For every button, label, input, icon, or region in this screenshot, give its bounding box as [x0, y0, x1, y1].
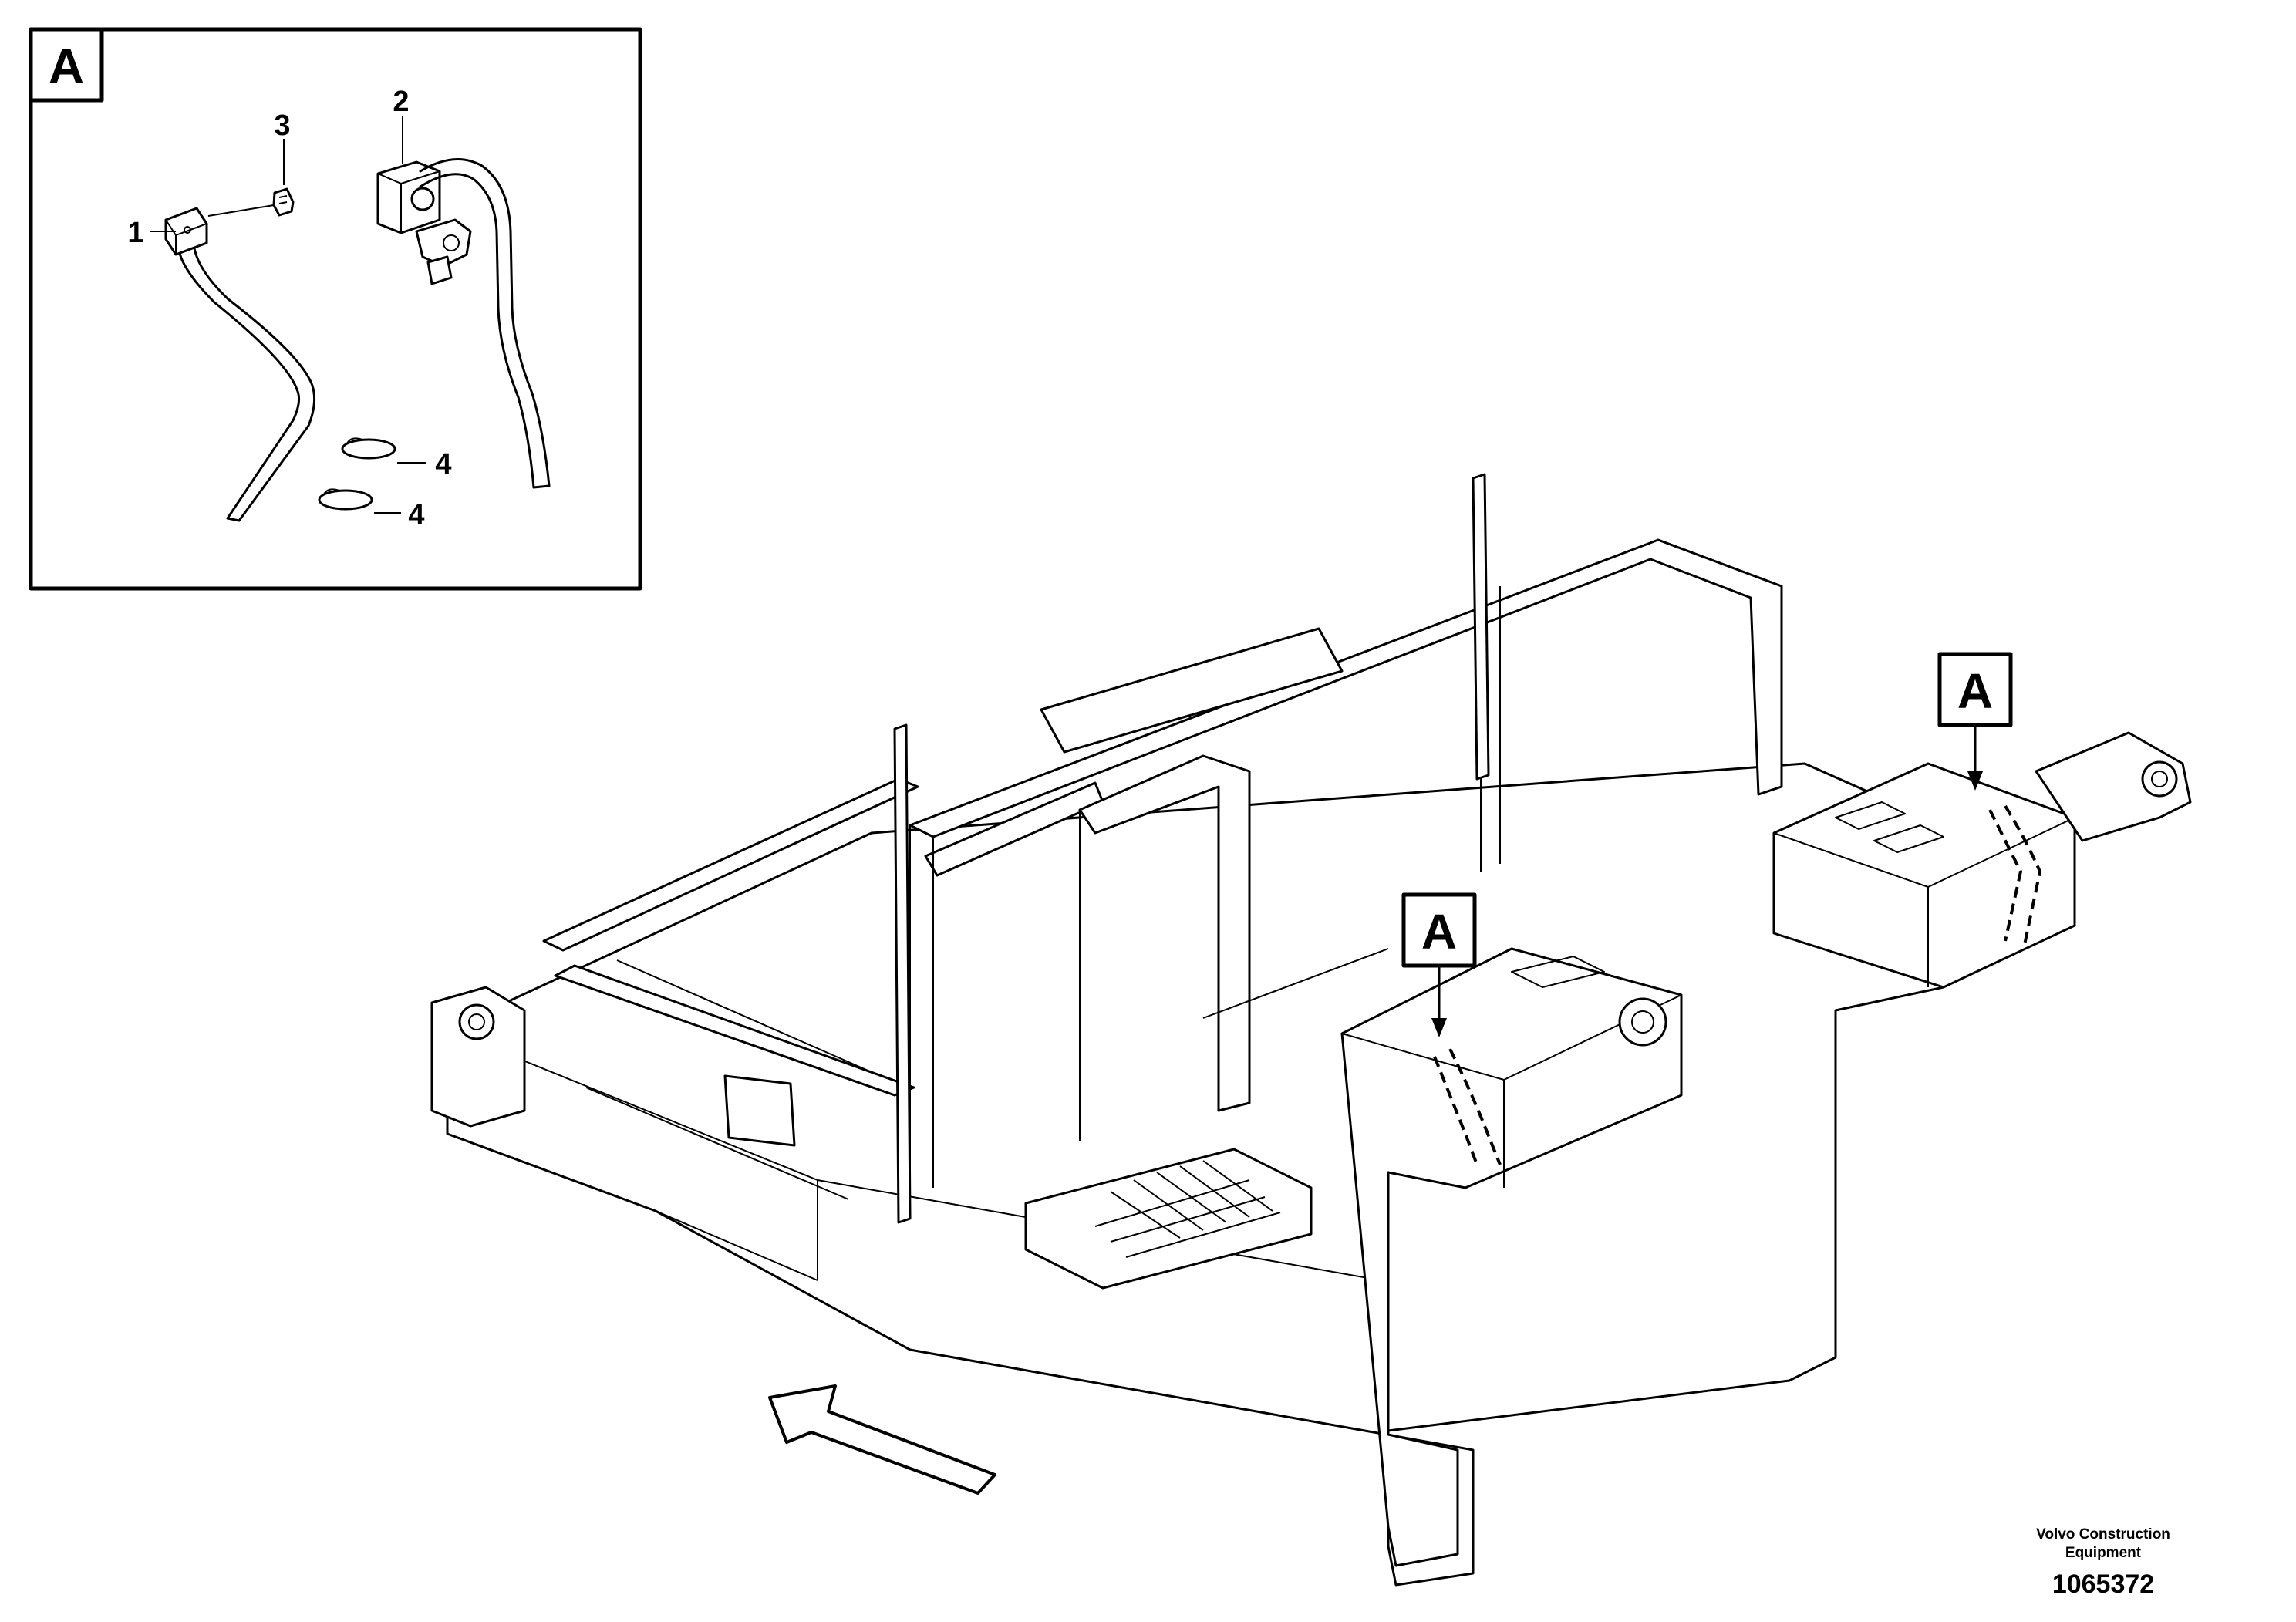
hose-part-1	[164, 207, 316, 522]
center-mount	[1340, 947, 1683, 1567]
connector-part-3	[207, 187, 295, 217]
view-marker-label: A	[1957, 663, 1993, 719]
view-marker-label: A	[1421, 904, 1457, 959]
callout-4-upper: 4	[435, 448, 451, 481]
view-marker-a-center: A	[1401, 892, 1477, 1037]
drawing-number: 1065372	[2052, 1570, 2155, 1599]
callout-2: 2	[393, 86, 409, 118]
direction-arrow	[768, 1384, 996, 1495]
view-marker-a-right: A	[1937, 652, 2013, 791]
right-mount	[1772, 731, 2192, 989]
machine-frame-assembly	[430, 473, 2192, 1587]
callout-1: 1	[127, 217, 143, 249]
valve-block-part-2	[376, 158, 551, 489]
floor-grate	[1024, 1148, 1313, 1290]
hose-clamp-part-4	[318, 437, 396, 511]
detail-view-label: A	[49, 39, 84, 94]
detail-view-a: A	[29, 27, 642, 591]
company-name-line2: Equipment	[2065, 1545, 2142, 1561]
callout-3: 3	[274, 110, 290, 142]
company-name-line1: Volvo Construction	[2036, 1526, 2170, 1543]
drawing-credit: Volvo Construction Equipment 1065372	[1980, 1526, 2227, 1601]
callout-4-lower: 4	[408, 499, 424, 531]
